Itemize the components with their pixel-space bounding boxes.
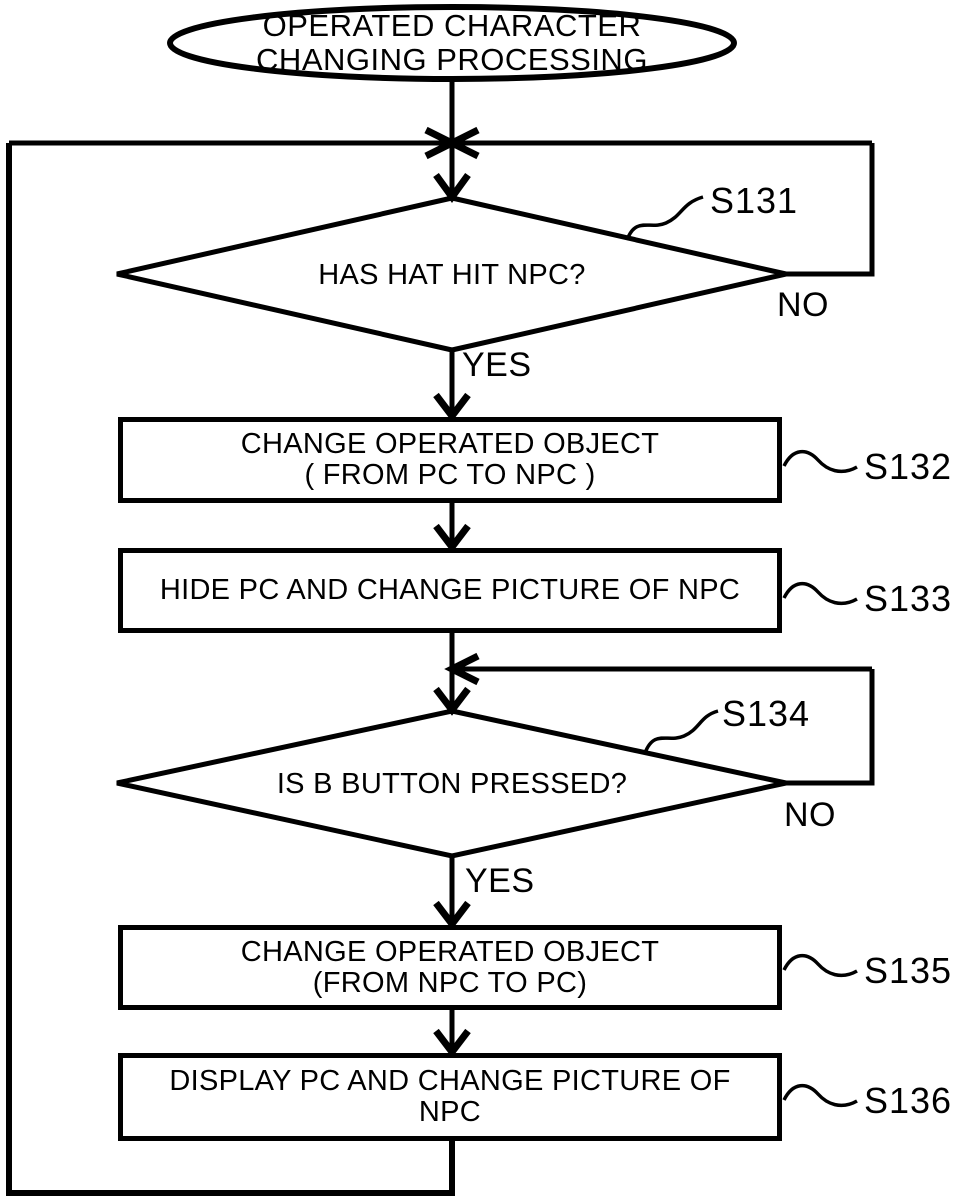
decision2-yes-label: YES — [465, 862, 535, 900]
decision2-no-label: NO — [784, 796, 836, 834]
process-box-s136: DISPLAY PC AND CHANGE PICTURE OF NPC — [118, 1053, 782, 1141]
arrowhead-down-into-process3 — [433, 900, 471, 930]
decision1-yes-label: YES — [462, 346, 532, 384]
process-s132-line1: CHANGE OPERATED OBJECT — [240, 428, 660, 460]
step-label-s131: S131 — [710, 180, 799, 221]
process-s133-line1: HIDE PC AND CHANGE PICTURE OF NPC — [159, 574, 741, 606]
decision2-label: IS B BUTTON PRESSED? — [276, 768, 628, 800]
step-label-s136: S136 — [864, 1080, 953, 1121]
process-s136-line2: NPC — [418, 1096, 482, 1128]
squiggle-s131 — [625, 195, 704, 241]
connector-outer-return-loop — [6, 143, 455, 1196]
squiggle-s134 — [643, 709, 719, 754]
squiggle-s133 — [782, 582, 858, 606]
process-box-s132: CHANGE OPERATED OBJECT ( FROM PC TO NPC … — [118, 417, 782, 503]
squiggle-s136 — [782, 1084, 858, 1108]
process-s136-line1: DISPLAY PC AND CHANGE PICTURE OF — [169, 1065, 731, 1097]
squiggle-s132 — [782, 450, 858, 474]
terminator-label-line1: OPERATED CHARACTER — [262, 8, 642, 43]
process-s135-line2: (FROM NPC TO PC) — [312, 966, 588, 999]
step-label-s135: S135 — [864, 950, 953, 991]
decision1-no-label: NO — [777, 286, 829, 324]
arrowhead-down-into-process1 — [433, 392, 471, 422]
process-s132-line2: ( FROM PC TO NPC ) — [304, 459, 596, 491]
process-box-s133: HIDE PC AND CHANGE PICTURE OF NPC — [118, 548, 782, 633]
process-s135-line1: CHANGE OPERATED OBJECT — [240, 935, 660, 968]
connector-decision1-no-loop — [786, 143, 875, 277]
arrowhead-left-into-merge2 — [444, 652, 480, 686]
arrowhead-left-into-merge1 — [444, 126, 480, 160]
arrowhead-down-into-decision2 — [433, 686, 471, 716]
squiggle-s135 — [782, 954, 858, 978]
arrowhead-down-into-decision1 — [433, 172, 471, 203]
connector-decision2-no-loop — [452, 666, 875, 786]
decision1-label: HAS HAT HIT NPC? — [318, 259, 586, 291]
process-box-s135: CHANGE OPERATED OBJECT (FROM NPC TO PC) — [118, 925, 782, 1010]
terminator-label-line2: CHANGING PROCESSING — [256, 42, 648, 77]
step-label-s134: S134 — [722, 693, 811, 734]
terminator-label: OPERATED CHARACTER CHANGING PROCESSING — [172, 9, 732, 77]
arrowhead-down-into-process4 — [433, 1028, 471, 1058]
step-label-s133: S133 — [864, 578, 953, 619]
arrowhead-down-into-process2 — [433, 523, 471, 553]
step-label-s132: S132 — [864, 446, 953, 487]
